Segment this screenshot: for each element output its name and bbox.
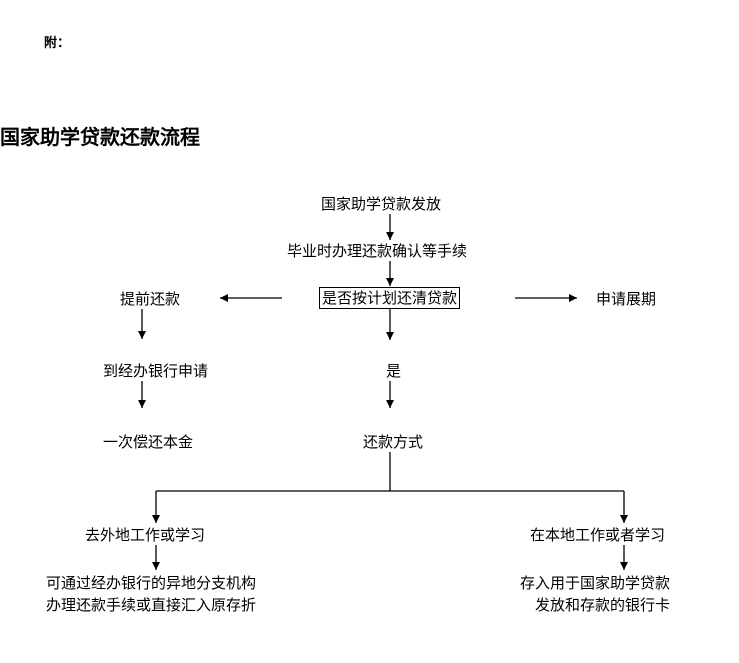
node-yes: 是 [386,362,402,380]
node-local-repayment-description: 存入用于国家助学贷款 发放和存款的银行卡 [520,574,671,614]
node-apply-extension: 申请展期 [596,290,657,308]
node-early-repayment: 提前还款 [120,290,181,308]
node-work-study-locally: 在本地工作或者学习 [530,526,666,544]
node-loan-disbursement: 国家助学贷款发放 [321,195,442,213]
page-title: 国家助学贷款还款流程 [0,125,200,149]
node-one-time-repayment: 一次偿还本金 [103,433,194,451]
node-elsewhere-repayment-description: 可通过经办银行的异地分支机构 办理还款手续或直接汇入原存折 [46,574,257,614]
node-work-study-elsewhere: 去外地工作或学习 [85,526,206,544]
node-repayment-method: 还款方式 [363,433,424,451]
node-repay-on-schedule-decision: 是否按计划还清贷款 [319,287,461,309]
attachment-label: 附： [44,36,71,51]
node-apply-at-bank: 到经办银行申请 [103,362,209,380]
node-graduation-procedures: 毕业时办理还款确认等手续 [287,242,468,260]
